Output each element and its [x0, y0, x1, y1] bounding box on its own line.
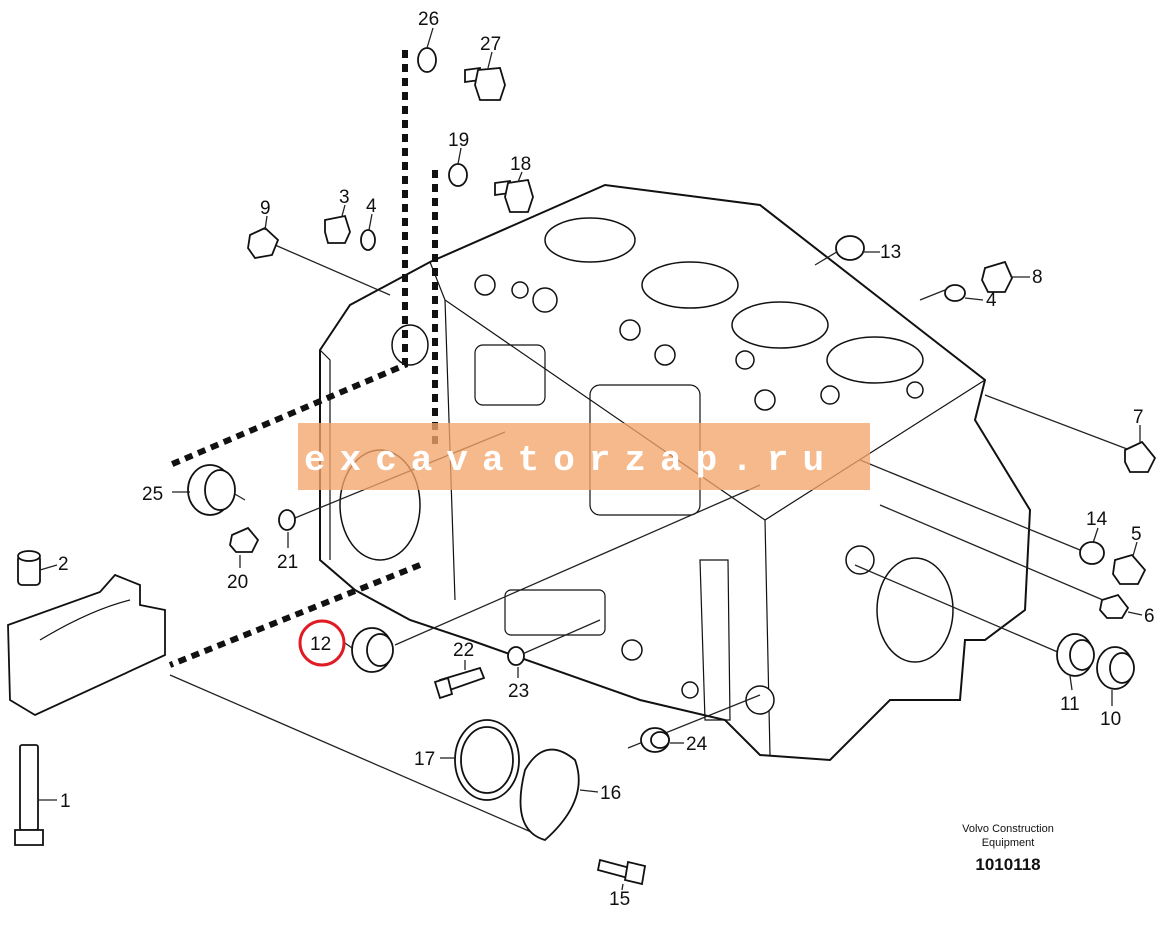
callout-27: 27 [480, 34, 501, 55]
part-10-seal-ring [1096, 646, 1135, 690]
part-4-washer-left [360, 229, 376, 251]
part-5-plug [1112, 553, 1147, 585]
part-8-plug [981, 260, 1013, 293]
part-6-plug [1099, 593, 1130, 619]
part-22-bolt [433, 666, 486, 700]
part-4-washer-right [944, 284, 966, 302]
part-18-plug [494, 178, 534, 213]
leader-lines [169, 244, 1136, 839]
part-7-plug [1124, 440, 1157, 473]
callout-4-left: 4 [366, 196, 377, 217]
callout-20: 20 [227, 572, 248, 593]
callout-7: 7 [1133, 407, 1144, 428]
callout-19: 19 [448, 130, 469, 151]
part-24-seal [640, 727, 670, 753]
main-bearing-cap [7, 573, 166, 717]
callout-14: 14 [1086, 509, 1108, 530]
callout-25: 25 [142, 484, 163, 505]
watermark: excavatorzap.ru [298, 423, 870, 490]
part-2-dowel [17, 550, 41, 586]
callouts: 26 27 19 18 3 4 9 13 8 4 7 25 14 5 2 20 … [58, 9, 1155, 910]
callout-21: 21 [277, 552, 298, 573]
callout-13: 13 [880, 242, 901, 263]
callout-12: 12 [310, 634, 331, 655]
callout-10: 10 [1100, 709, 1121, 730]
part-3-plug [324, 214, 351, 244]
part-21-washer [278, 509, 296, 531]
callout-3: 3 [339, 187, 350, 208]
callout-15: 15 [609, 889, 630, 910]
callout-23: 23 [508, 681, 529, 702]
assembly-paths [168, 50, 438, 668]
part-12-seal-ring [351, 627, 394, 673]
part-13-cap [835, 235, 865, 261]
part-25-seal-ring [187, 464, 236, 516]
label-leaders [38, 27, 1143, 891]
callout-9: 9 [260, 198, 271, 219]
drawing-number: 1010118 [975, 855, 1040, 874]
part-9-plug [247, 226, 280, 259]
highlight-circle-part-12 [298, 619, 346, 667]
brand-block: Volvo Construction Equipment 1010118 [962, 823, 1054, 874]
callout-2: 2 [58, 554, 69, 575]
callout-5: 5 [1131, 524, 1142, 545]
callout-22: 22 [453, 640, 474, 661]
callout-26: 26 [418, 9, 439, 30]
part-14-cap [1079, 541, 1105, 565]
part-20-plug [229, 526, 260, 553]
brand-line-1: Volvo Construction [962, 823, 1054, 835]
callout-8: 8 [1032, 267, 1043, 288]
part-15-bolt [596, 858, 647, 886]
part-16-cover [519, 748, 580, 842]
part-1-bolt [14, 744, 44, 846]
callout-18: 18 [510, 154, 531, 175]
part-26-washer [417, 47, 437, 73]
callout-4-right: 4 [986, 290, 997, 311]
brand-line-2: Equipment [982, 837, 1035, 849]
part-11-seal-ring [1056, 633, 1095, 677]
callout-24: 24 [686, 734, 708, 755]
part-19-washer [448, 163, 468, 187]
callout-6: 6 [1144, 606, 1155, 627]
callout-16: 16 [600, 783, 621, 804]
callout-11: 11 [1060, 694, 1080, 715]
part-27-plug [464, 66, 506, 101]
callout-17: 17 [414, 749, 435, 770]
part-23-washer [507, 646, 525, 666]
part-17-o-ring [454, 719, 520, 801]
watermark-text: excavatorzap.ru [304, 440, 838, 481]
callout-1: 1 [60, 791, 71, 812]
